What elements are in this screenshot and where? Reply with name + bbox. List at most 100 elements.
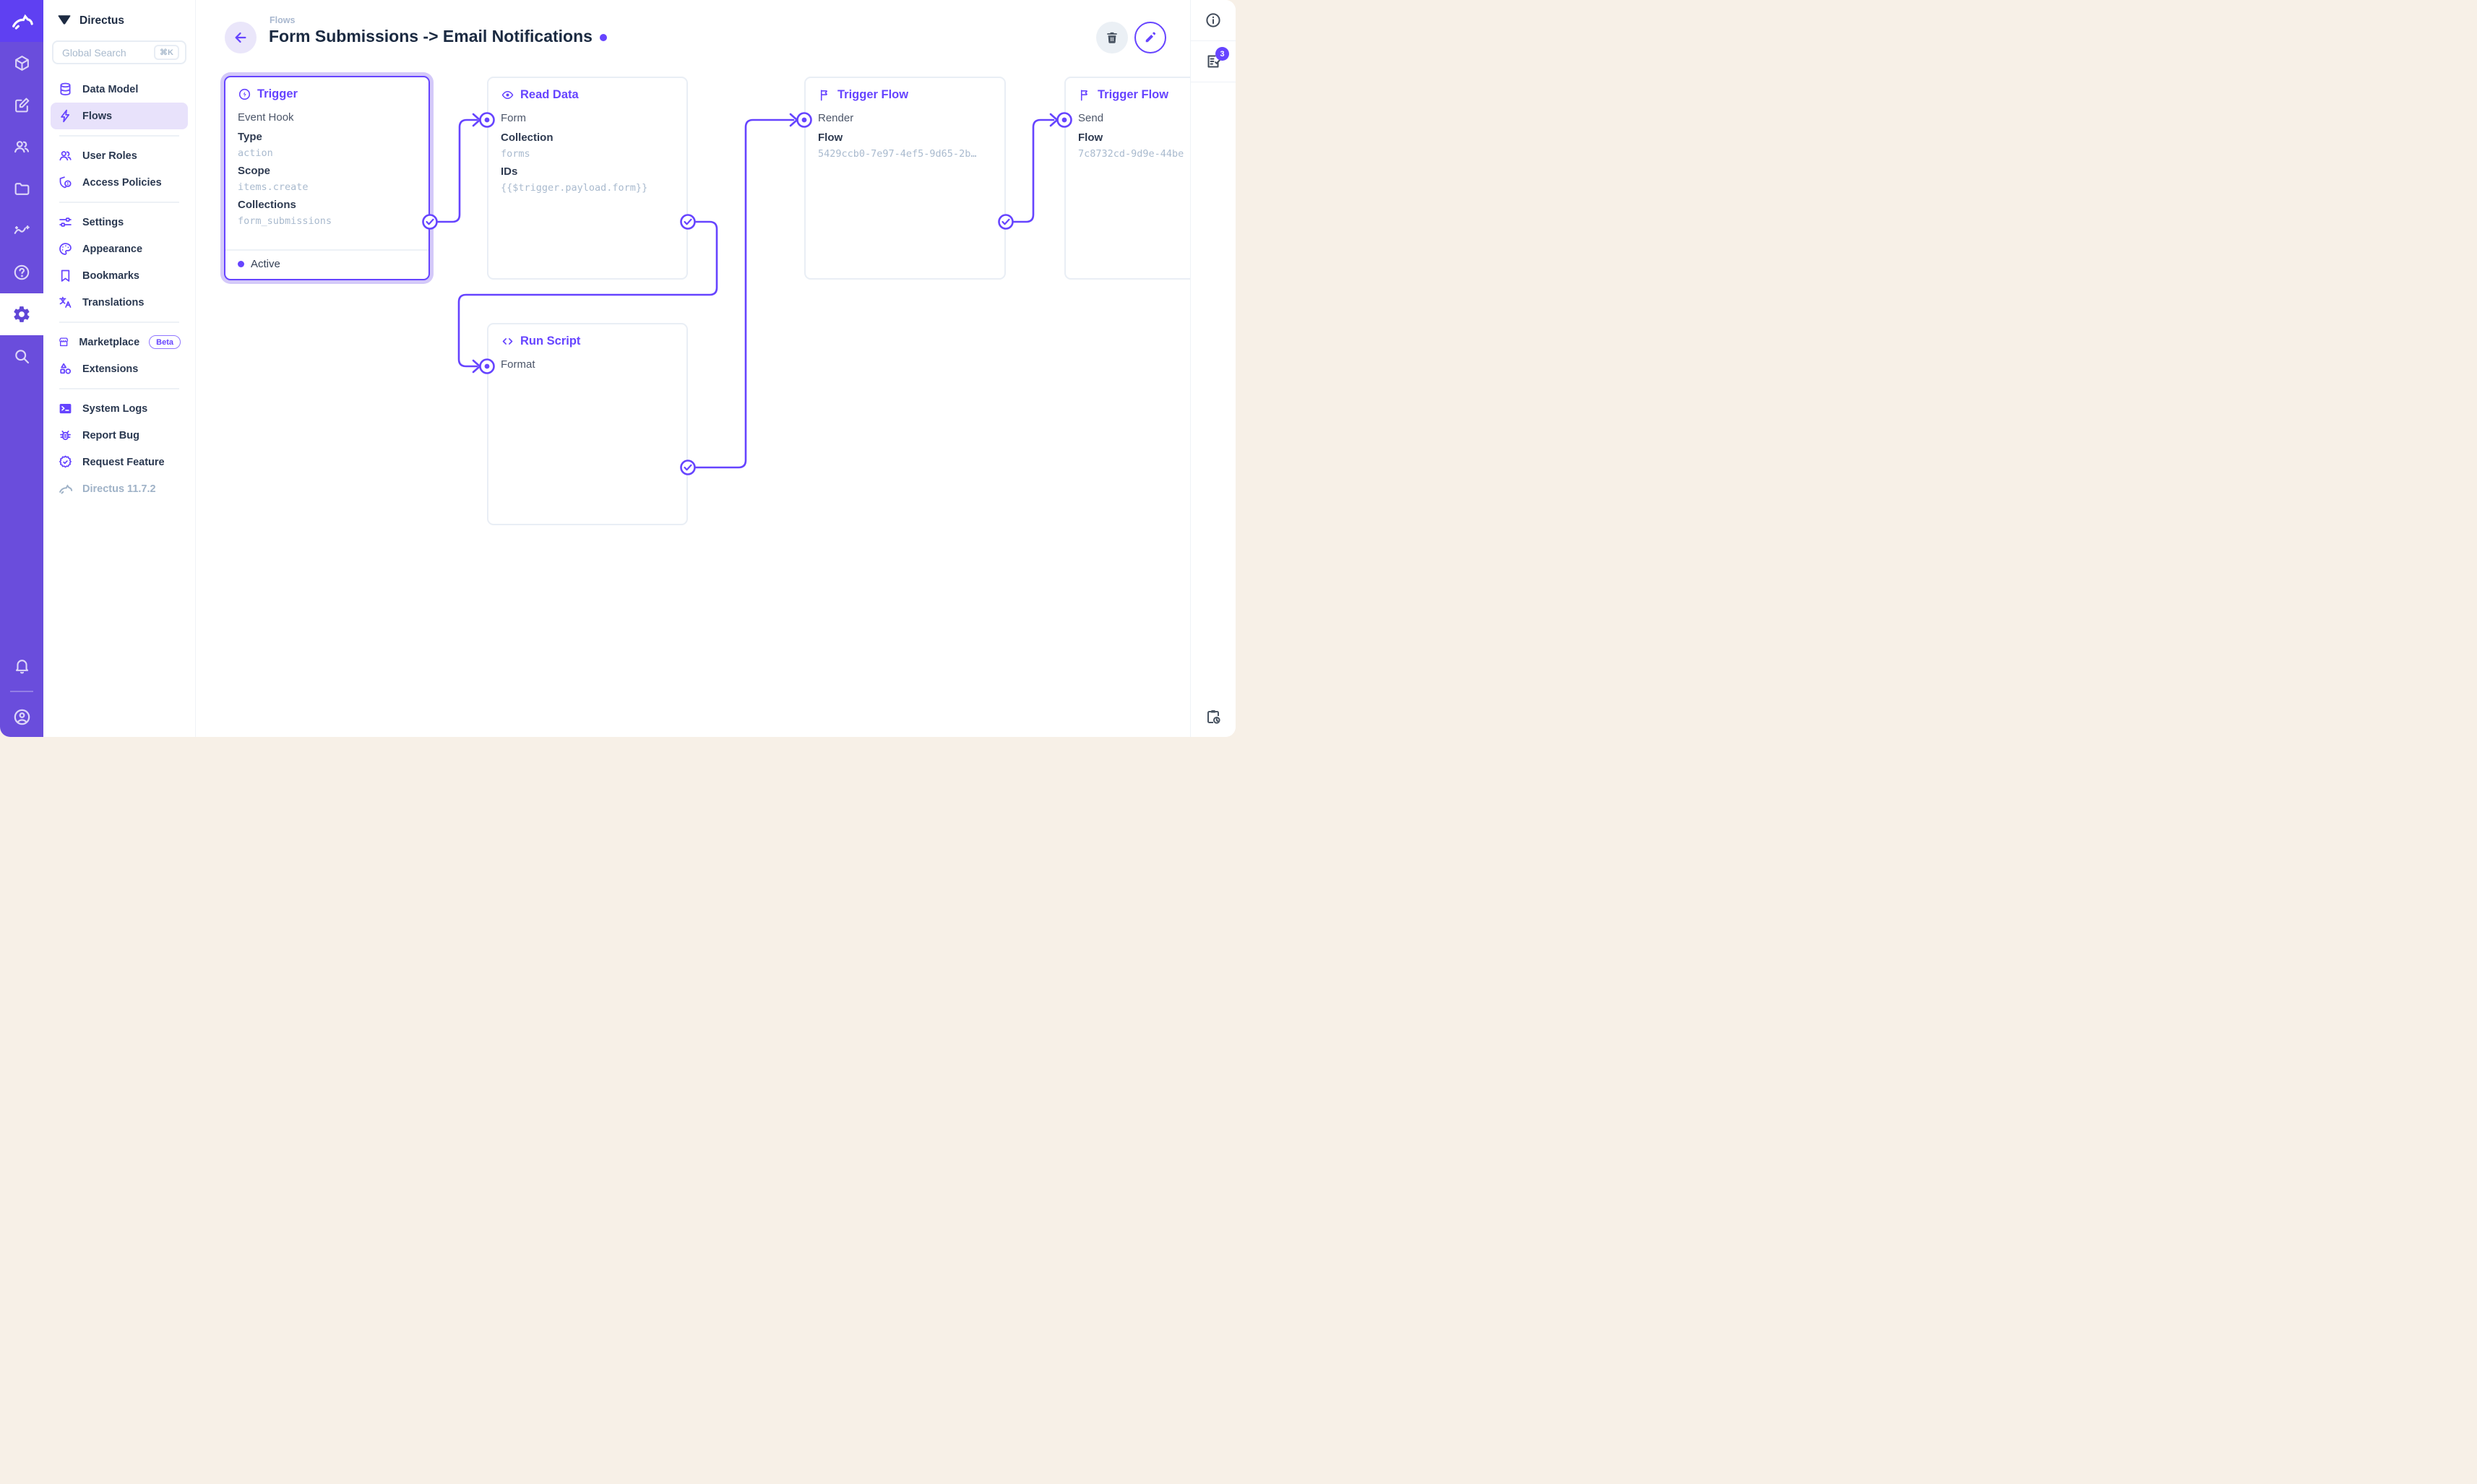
- wire-run-script-to-render: [686, 118, 795, 469]
- operation-name: Form: [501, 112, 526, 124]
- arrow-head: [789, 113, 798, 127]
- sidebar-item-appearance[interactable]: Appearance: [51, 236, 188, 262]
- back-button[interactable]: [225, 22, 257, 53]
- module-editor[interactable]: [0, 84, 43, 126]
- folder-icon: [14, 182, 29, 195]
- wire-trigger-to-read-data: [428, 118, 478, 223]
- operation-name: Format: [501, 358, 535, 371]
- trigger-type: Event Hook: [238, 111, 294, 124]
- wire-render-to-send: [1004, 118, 1055, 223]
- panel-trigger-flow-render[interactable]: Trigger Flow Render Flow 5429ccb0-7e97-4…: [804, 77, 1006, 280]
- sidebar-item-extensions[interactable]: Extensions: [51, 355, 188, 382]
- bolt-icon: [61, 109, 70, 123]
- revisions-sidebar-button[interactable]: 3: [1191, 41, 1236, 82]
- bolt-circle-icon: [238, 88, 251, 100]
- user-circle-icon: [14, 709, 30, 725]
- storefront-icon: [59, 337, 69, 347]
- sidebar-item-user-roles[interactable]: User Roles: [51, 142, 188, 169]
- pending-revisions-button[interactable]: [1191, 696, 1236, 737]
- sidebar-item-report-bug[interactable]: Report Bug: [51, 422, 188, 449]
- access-policies-icon: [59, 176, 72, 189]
- module-files[interactable]: [0, 168, 43, 210]
- status-label: Active: [251, 258, 280, 270]
- panel-run-script[interactable]: Run Script Format: [487, 323, 688, 525]
- revisions-icon: [1207, 55, 1220, 68]
- nav-divider: [59, 322, 179, 323]
- flow-canvas: Flows Form Submissions -> Email Notifica…: [196, 0, 1190, 737]
- sliders-icon: [59, 217, 72, 227]
- panel-trigger-flow-title: Trigger Flow: [818, 88, 992, 102]
- operation-name: Render: [818, 112, 854, 124]
- user-roles-icon: [59, 151, 72, 161]
- app-version: Directus 11.7.2: [51, 475, 188, 502]
- trigger-status: Active: [225, 249, 428, 279]
- arrow-head: [1049, 113, 1059, 127]
- notifications-bell[interactable]: [0, 644, 43, 686]
- module-help[interactable]: [0, 251, 43, 293]
- sidebar-item-system-logs[interactable]: System Logs: [51, 395, 188, 422]
- project-shield-icon: [58, 15, 71, 25]
- directus-logo[interactable]: [0, 0, 43, 42]
- breadcrumb[interactable]: Flows: [270, 15, 296, 25]
- sidebar-item-flows[interactable]: Flows: [51, 103, 188, 129]
- nav-divider: [59, 135, 179, 137]
- shapes-icon: [60, 363, 72, 374]
- flag-icon: [1080, 90, 1087, 101]
- global-search-input[interactable]: Global Search ⌘K: [52, 40, 186, 64]
- flow-color-dot: [599, 34, 607, 41]
- sidebar-item-data-model[interactable]: Data Model: [51, 76, 188, 103]
- module-content[interactable]: [0, 42, 43, 84]
- right-sidebar-spacer: [1191, 82, 1236, 696]
- gear-icon: [14, 306, 30, 322]
- nav-sidebar: Directus Global Search ⌘K Data Model Flo…: [43, 0, 196, 737]
- code-icon: [502, 338, 513, 345]
- search-placeholder: Global Search: [62, 46, 126, 59]
- panel-trigger-flow-title: Trigger Flow: [1078, 88, 1190, 102]
- panel-trigger[interactable]: Trigger Event Hook Type action Scope ite…: [224, 76, 430, 280]
- info-sidebar-button[interactable]: [1191, 0, 1236, 41]
- arrow-left-icon: [235, 32, 246, 43]
- edit-flow-button[interactable]: [1134, 22, 1166, 53]
- delete-flow-button[interactable]: [1096, 22, 1128, 53]
- sidebar-item-translations[interactable]: Translations: [51, 289, 188, 316]
- database-icon: [60, 82, 71, 95]
- project-header[interactable]: Directus: [43, 9, 195, 39]
- status-dot: [238, 261, 244, 267]
- bug-icon: [60, 431, 71, 441]
- sidebar-item-request-feature[interactable]: Request Feature: [51, 449, 188, 475]
- eye-icon: [501, 90, 514, 100]
- user-avatar[interactable]: [0, 696, 43, 737]
- sidebar-item-access-policies[interactable]: Access Policies: [51, 169, 188, 196]
- panel-trigger-flow-send[interactable]: Trigger Flow Send Flow 7c8732cd-9d9e-44b…: [1064, 77, 1190, 280]
- module-settings[interactable]: [0, 293, 43, 335]
- module-search[interactable]: [0, 335, 43, 377]
- trash-icon: [1107, 32, 1117, 43]
- panel-trigger-title: Trigger: [238, 87, 416, 101]
- panel-run-script-title: Run Script: [501, 335, 674, 348]
- badge-check-icon: [59, 455, 72, 468]
- bell-icon: [15, 659, 28, 673]
- nav-divider: [59, 388, 179, 389]
- sidebar-item-marketplace[interactable]: Marketplace Beta: [51, 329, 188, 355]
- cube-icon: [14, 55, 29, 71]
- module-users[interactable]: [0, 126, 43, 168]
- clipboard-clock-icon: [1207, 709, 1220, 724]
- module-bar-divider: [10, 691, 33, 692]
- insights-icon: [14, 225, 30, 234]
- operation-name: Send: [1078, 112, 1104, 124]
- search-shortcut: ⌘K: [154, 45, 179, 60]
- arrow-head: [472, 359, 481, 374]
- translate-icon: [59, 296, 72, 308]
- pencil-icon: [1145, 32, 1156, 43]
- panel-read-data-title: Read Data: [501, 88, 674, 102]
- sidebar-item-settings[interactable]: Settings: [51, 209, 188, 236]
- info-icon: [1206, 13, 1220, 27]
- arrow-head: [472, 113, 481, 127]
- module-bar: [0, 0, 43, 737]
- sidebar-item-bookmarks[interactable]: Bookmarks: [51, 262, 188, 289]
- revisions-count-badge: 3: [1215, 47, 1229, 61]
- panel-read-data[interactable]: Read Data Form Collection forms IDs {{$t…: [487, 77, 688, 280]
- module-insights[interactable]: [0, 210, 43, 251]
- rabbit-icon: [12, 14, 33, 30]
- beta-badge: Beta: [149, 335, 181, 349]
